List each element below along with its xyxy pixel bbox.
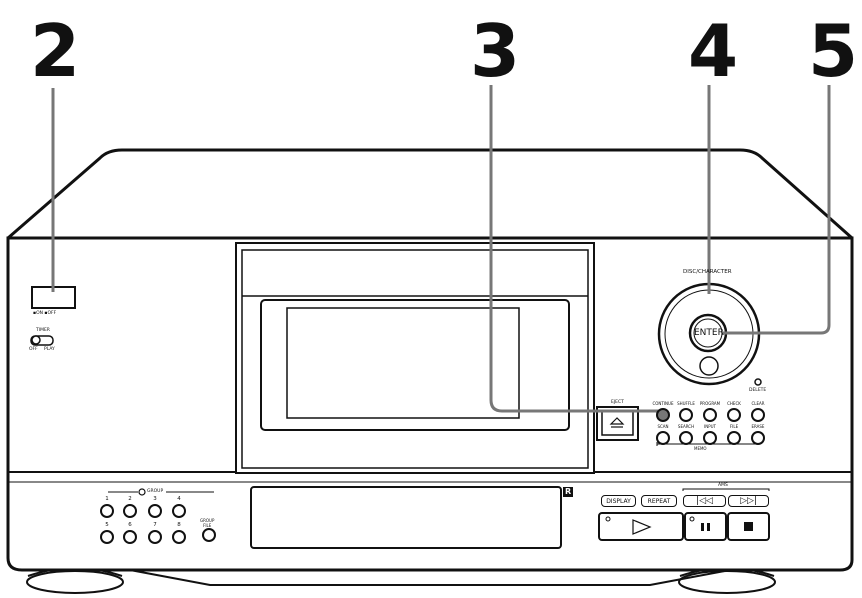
disc-character-label: DISC/CHARACTER bbox=[683, 269, 732, 275]
group-file-button[interactable] bbox=[202, 528, 216, 542]
dial-lower-button[interactable] bbox=[699, 356, 719, 376]
delete-label: DELETE bbox=[749, 388, 767, 393]
group-number-label: 3 bbox=[153, 496, 157, 502]
group-number-button-5[interactable] bbox=[100, 530, 114, 544]
group-number-button-8[interactable] bbox=[172, 530, 186, 544]
right-foot bbox=[678, 570, 776, 594]
search-button[interactable] bbox=[679, 431, 693, 445]
group-number-label: 8 bbox=[177, 522, 181, 528]
left-foot bbox=[26, 570, 124, 594]
button-label-search: SEARCH bbox=[677, 424, 695, 429]
r-mark: R bbox=[565, 487, 572, 496]
r-mark-box bbox=[563, 487, 573, 497]
group-number-button-2[interactable] bbox=[123, 504, 137, 518]
eject-button[interactable] bbox=[601, 410, 634, 436]
display-button[interactable]: DISPLAY bbox=[601, 495, 636, 507]
callout-line-3 bbox=[489, 85, 659, 413]
group-number-label: 7 bbox=[153, 522, 157, 528]
check-button[interactable] bbox=[727, 408, 741, 422]
button-label-program: PROGRAM bbox=[699, 401, 721, 406]
shuffle-button[interactable] bbox=[679, 408, 693, 422]
group-number-button-4[interactable] bbox=[172, 504, 186, 518]
ams-label: AMS bbox=[718, 483, 728, 488]
button-label-shuffle: SHUFFLE bbox=[677, 401, 695, 406]
button-label-input: INPUT bbox=[704, 424, 716, 429]
group-number-button-6[interactable] bbox=[123, 530, 137, 544]
skip-back-icon: |◁◁ bbox=[696, 496, 713, 506]
ams-prev-button[interactable]: |◁◁ bbox=[683, 495, 726, 507]
group-label: GROUP bbox=[147, 489, 164, 494]
continue-button[interactable] bbox=[656, 408, 670, 422]
button-label-continue: CONTINUE bbox=[652, 401, 674, 406]
group-number-label: 4 bbox=[177, 496, 181, 502]
play-button[interactable] bbox=[598, 512, 684, 541]
enter-label: ENTER bbox=[694, 328, 724, 338]
button-label-clear: CLEAR bbox=[751, 401, 765, 406]
display-window bbox=[250, 486, 562, 549]
group-number-label: 6 bbox=[128, 522, 132, 528]
erase-button[interactable] bbox=[751, 431, 765, 445]
file-button[interactable] bbox=[727, 431, 741, 445]
ams-next-button[interactable]: ▷▷| bbox=[728, 495, 769, 507]
power-on-off-label: ▪ON ▪OFF bbox=[33, 311, 57, 316]
group-number-label: 5 bbox=[105, 522, 109, 528]
group-number-label: 2 bbox=[128, 496, 132, 502]
group-number-button-1[interactable] bbox=[100, 504, 114, 518]
timer-play-label: PLAY bbox=[44, 347, 55, 352]
button-label-erase: ERASE bbox=[751, 424, 765, 429]
group-number-label: 1 bbox=[105, 496, 109, 502]
memo-label: MEMO bbox=[694, 446, 707, 451]
cabinet-top bbox=[7, 148, 853, 240]
button-label-check: CHECK bbox=[727, 401, 741, 406]
skip-forward-icon: ▷▷| bbox=[740, 496, 757, 506]
repeat-button[interactable]: REPEAT bbox=[641, 495, 677, 507]
scan-button[interactable] bbox=[656, 431, 670, 445]
clear-button[interactable] bbox=[751, 408, 765, 422]
timer-label: TIMER bbox=[36, 328, 50, 333]
button-label-file: FILE bbox=[729, 424, 739, 429]
pause-button[interactable] bbox=[684, 512, 727, 541]
input-button[interactable] bbox=[703, 431, 717, 445]
eject-label: EJECT bbox=[611, 400, 624, 405]
group-number-button-7[interactable] bbox=[148, 530, 162, 544]
program-button[interactable] bbox=[703, 408, 717, 422]
step-number-5: 5 bbox=[808, 9, 859, 93]
group-number-button-3[interactable] bbox=[148, 504, 162, 518]
callout-line-5 bbox=[722, 85, 831, 335]
step-number-4: 4 bbox=[688, 9, 739, 93]
step-number-3: 3 bbox=[470, 9, 521, 93]
step-number-2: 2 bbox=[30, 9, 81, 93]
timer-off-label: OFF bbox=[29, 347, 38, 352]
delete-button[interactable] bbox=[754, 378, 762, 386]
button-label-scan: SCAN bbox=[657, 424, 669, 429]
